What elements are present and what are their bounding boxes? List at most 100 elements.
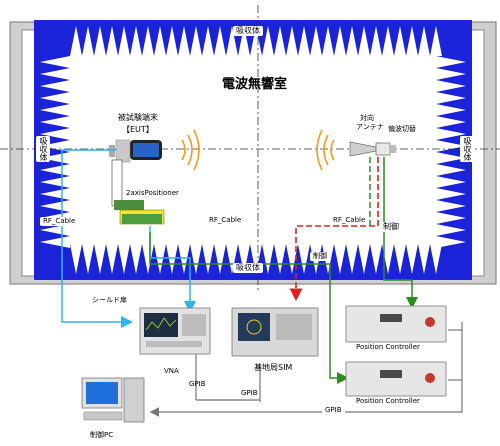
absorber-tooth bbox=[436, 236, 466, 248]
absorber-tooth bbox=[214, 244, 226, 274]
absorber-tooth bbox=[238, 26, 250, 56]
absorber-left-label: 吸収体 bbox=[36, 136, 50, 162]
control-cable-green-positioner bbox=[149, 232, 349, 384]
absorber-tooth bbox=[436, 164, 466, 176]
positioner bbox=[111, 159, 165, 225]
absorber-tooth bbox=[436, 56, 466, 68]
absorber-tooth bbox=[178, 244, 190, 274]
absorber-tooth bbox=[40, 68, 70, 80]
absorber-tooth bbox=[310, 26, 322, 56]
absorber-tooth bbox=[274, 26, 286, 56]
absorber-bottom-label: 吸収体 bbox=[233, 263, 263, 273]
absorber-tooth bbox=[436, 212, 466, 224]
rf-cable-red bbox=[289, 157, 379, 302]
absorber-tooth bbox=[226, 244, 238, 274]
absorber-tooth bbox=[202, 244, 214, 274]
absorber-tooth bbox=[202, 26, 214, 56]
absorber-tooth bbox=[358, 26, 370, 56]
eut-label-line2: 【EUT】 bbox=[122, 125, 154, 134]
absorber-tooth bbox=[394, 244, 406, 274]
absorber-tooth bbox=[298, 26, 310, 56]
absorber-tooth bbox=[70, 26, 82, 56]
absorber-tooth bbox=[436, 116, 466, 128]
absorber-tooth bbox=[214, 26, 226, 56]
absorber-tooth bbox=[436, 80, 466, 92]
absorber-tooth bbox=[142, 26, 154, 56]
absorber-tooth bbox=[262, 26, 274, 56]
position-controller-bottom-label: Position Controller bbox=[356, 397, 420, 405]
control-cable-green-antenna bbox=[383, 157, 418, 309]
absorber-tooth bbox=[118, 244, 130, 274]
position-controller-bottom bbox=[345, 361, 447, 397]
absorber-tooth bbox=[40, 104, 70, 116]
antenna-wave-icon bbox=[316, 129, 335, 171]
absorber-tooth bbox=[190, 26, 202, 56]
absorber-tooth bbox=[226, 26, 238, 56]
absorber-tooth bbox=[70, 244, 82, 274]
absorber-tooth bbox=[406, 244, 418, 274]
absorber-tooth bbox=[334, 26, 346, 56]
position-controller-top-label: Position Controller bbox=[356, 343, 420, 351]
absorber-tooth bbox=[436, 128, 466, 140]
absorber-tooth bbox=[238, 244, 250, 274]
gpib-label-3: GPIB bbox=[322, 406, 345, 415]
absorber-tooth bbox=[262, 244, 274, 274]
absorber-tooth bbox=[436, 152, 466, 164]
rf-cable-right-label: RF_Cable bbox=[330, 216, 369, 225]
absorber-tooth bbox=[82, 26, 94, 56]
control-label-1: 制御 bbox=[380, 222, 402, 232]
absorber-tooth bbox=[286, 26, 298, 56]
absorber-tooth bbox=[154, 244, 166, 274]
absorber-tooth bbox=[178, 26, 190, 56]
positioner-label: 2axisPositioner bbox=[126, 189, 179, 197]
gpib-label-2: GPIB bbox=[241, 389, 258, 397]
absorber-tooth bbox=[154, 26, 166, 56]
absorber-tooth bbox=[118, 26, 130, 56]
absorber-tooth bbox=[436, 188, 466, 200]
absorber-tooth bbox=[346, 26, 358, 56]
absorber-tooth bbox=[298, 244, 310, 274]
vna-device bbox=[139, 307, 211, 355]
absorber-tooth bbox=[106, 26, 118, 56]
absorber-tooth bbox=[40, 56, 70, 68]
absorber-tooth bbox=[430, 244, 442, 274]
eut-device bbox=[109, 139, 162, 163]
vna-label: VNA bbox=[164, 367, 179, 375]
absorber-tooth bbox=[286, 244, 298, 274]
antenna-label-line1: 対向 bbox=[360, 114, 374, 122]
absorber-tooth bbox=[436, 200, 466, 212]
shield-door-label: シールド扉 bbox=[92, 296, 127, 304]
absorber-tooth bbox=[418, 26, 430, 56]
absorber-tooth bbox=[40, 116, 70, 128]
absorber-tooth bbox=[436, 92, 466, 104]
absorber-tooth bbox=[250, 244, 262, 274]
absorber-tooth bbox=[334, 244, 346, 274]
absorber-tooth bbox=[394, 26, 406, 56]
sim-label: 基地局SIM bbox=[254, 363, 293, 372]
rf-cable-mid-label: RF_Cable bbox=[206, 216, 245, 225]
eut-label-line1: 被試験端末 bbox=[118, 113, 158, 122]
rf-cable-left-label: RF_Cable bbox=[40, 217, 79, 226]
rf-cable-blue-left bbox=[61, 149, 133, 328]
antenna-switch-label: 偏波切替 bbox=[388, 125, 416, 133]
absorber-tooth bbox=[130, 244, 142, 274]
antenna-label-line2: アンテナ bbox=[356, 123, 384, 131]
absorber-tooth bbox=[430, 26, 442, 56]
eut-wave-icon bbox=[181, 129, 200, 171]
absorber-tooth bbox=[436, 68, 466, 80]
sim-device bbox=[231, 307, 319, 357]
absorber-tooth bbox=[142, 244, 154, 274]
absorber-right-label: 吸収体 bbox=[460, 136, 474, 162]
absorber-tooth bbox=[274, 244, 286, 274]
absorber-tooth bbox=[406, 26, 418, 56]
absorber-tooth bbox=[166, 26, 178, 56]
absorber-tooth bbox=[94, 244, 106, 274]
control-label-2: 制御 bbox=[310, 252, 330, 261]
horn-antenna bbox=[349, 141, 396, 157]
gpib-label-1: GPIB bbox=[189, 380, 206, 388]
absorber-tooth bbox=[106, 244, 118, 274]
absorber-tooth bbox=[94, 26, 106, 56]
absorber-tooth bbox=[40, 80, 70, 92]
absorber-tooth bbox=[346, 244, 358, 274]
